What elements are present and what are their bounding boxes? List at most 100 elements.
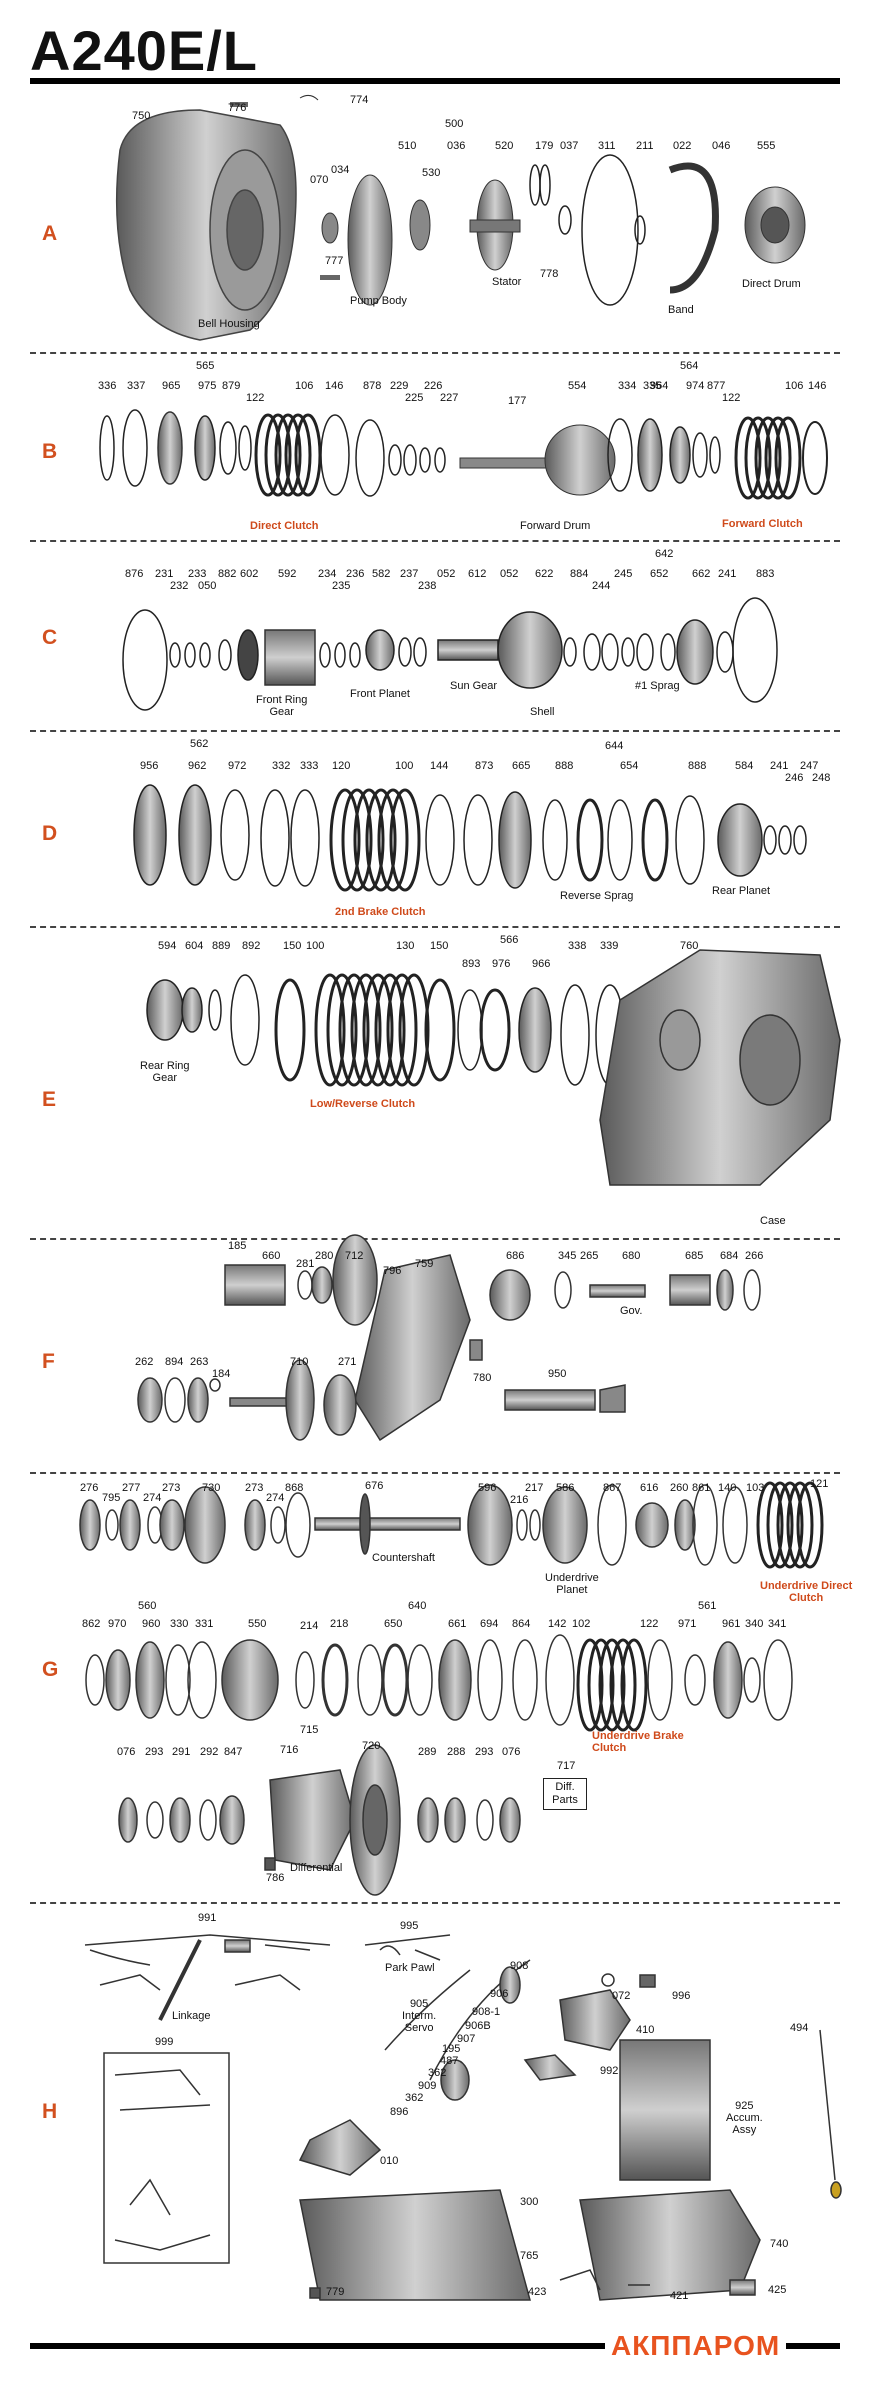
label-2nd-brake-clutch: 2nd Brake Clutch xyxy=(335,906,426,918)
label-640: 640 xyxy=(408,1600,427,1612)
label-070: 070 xyxy=(310,174,329,186)
label-280: 280 xyxy=(315,1250,334,1262)
label-665: 665 xyxy=(512,760,531,772)
rings-d2 xyxy=(425,791,807,889)
label-277: 277 xyxy=(122,1482,141,1494)
label-882: 882 xyxy=(218,568,237,580)
linkage-parts xyxy=(84,1934,451,2021)
label-direct-drum: Direct Drum xyxy=(742,278,801,290)
label-341: 341 xyxy=(768,1618,787,1630)
label-332: 332 xyxy=(272,760,291,772)
label-330: 330 xyxy=(170,1618,189,1630)
label-100: 100 xyxy=(395,760,414,772)
label-992: 992 xyxy=(600,2065,619,2077)
label-146: 146 xyxy=(325,380,344,392)
label-710: 710 xyxy=(290,1356,309,1368)
label-park-pawl: Park Pawl xyxy=(385,1962,435,1974)
label-995: 995 xyxy=(400,1920,419,1932)
label-582: 582 xyxy=(372,568,391,580)
parts-g2 xyxy=(85,1634,575,1726)
label-759: 759 xyxy=(415,1258,434,1270)
parts-f xyxy=(137,1234,761,1442)
valve-body-parts xyxy=(298,1959,842,2301)
label-311: 311 xyxy=(598,140,616,152)
label-072: 072 xyxy=(612,1990,631,2002)
label-877: 877 xyxy=(707,380,726,392)
section-letter-a: A xyxy=(42,222,58,245)
label-247: 247 xyxy=(800,760,819,772)
parts-g1 xyxy=(79,1484,748,1566)
label-179: 179 xyxy=(535,140,554,152)
label-236: 236 xyxy=(346,568,365,580)
label-274: 274 xyxy=(143,1492,162,1504)
label-908-1: 908-1 xyxy=(472,2006,501,2018)
label-774: 774 xyxy=(350,94,369,106)
label-185: 185 xyxy=(228,1240,247,1252)
label-976: 976 xyxy=(492,958,511,970)
label-908: 908 xyxy=(510,1960,529,1972)
label-281: 281 xyxy=(296,1258,315,1270)
label-271: 271 xyxy=(338,1356,357,1368)
label-778: 778 xyxy=(540,268,559,280)
label-996: 996 xyxy=(672,1990,691,2002)
rings-d xyxy=(133,784,320,887)
section-divider xyxy=(30,540,840,542)
label-195: 195 xyxy=(442,2043,461,2055)
label-425: 425 xyxy=(768,2284,787,2296)
label-554: 554 xyxy=(568,380,587,392)
label-586: 586 xyxy=(556,1482,575,1494)
linkage-kit-box xyxy=(103,2052,230,2264)
label-103: 103 xyxy=(746,1482,765,1494)
label-950: 950 xyxy=(548,1368,567,1380)
label-760: 760 xyxy=(680,940,699,952)
label-879: 879 xyxy=(222,380,241,392)
section-divider xyxy=(30,1238,840,1240)
label-777: 777 xyxy=(325,255,344,267)
label-300: 300 xyxy=(520,2196,539,2208)
label-150b: 150 xyxy=(430,940,449,952)
label-966: 966 xyxy=(532,958,551,970)
label-991: 991 xyxy=(198,1912,217,1924)
label-216: 216 xyxy=(510,1494,529,1506)
label-500: 500 xyxy=(445,118,464,130)
label-336: 336 xyxy=(98,380,117,392)
label-676: 676 xyxy=(365,1480,384,1492)
label-862: 862 xyxy=(82,1618,101,1630)
label-106b: 106 xyxy=(785,380,804,392)
label-612: 612 xyxy=(468,568,487,580)
label-front-ring-gear: Front Ring Gear xyxy=(256,694,308,718)
label-022: 022 xyxy=(673,140,692,152)
label-786: 786 xyxy=(266,1872,285,1884)
section-letter-h: H xyxy=(42,2100,58,2123)
label-765: 765 xyxy=(520,2250,539,2262)
label-338: 338 xyxy=(568,940,587,952)
label-864: 864 xyxy=(512,1618,531,1630)
label-235: 235 xyxy=(332,580,351,592)
label-685: 685 xyxy=(685,1250,704,1262)
rings-e2 xyxy=(424,978,625,1086)
diff-parts-box: Diff. Parts xyxy=(543,1778,587,1810)
label-292: 292 xyxy=(200,1746,219,1758)
section-divider xyxy=(30,1902,840,1904)
stator xyxy=(469,179,521,271)
label-530: 530 xyxy=(422,167,441,179)
label-999: 999 xyxy=(155,2036,174,2048)
label-265: 265 xyxy=(580,1250,599,1262)
label-716: 716 xyxy=(280,1744,299,1756)
label-225: 225 xyxy=(405,392,424,404)
label-130: 130 xyxy=(396,940,415,952)
rings-e xyxy=(146,974,306,1082)
label-273: 273 xyxy=(162,1482,181,1494)
label-884: 884 xyxy=(570,568,589,580)
bolt-776 xyxy=(230,102,248,107)
rings-b2 xyxy=(320,414,446,497)
label-231: 231 xyxy=(155,568,174,580)
label-forward-drum: Forward Drum xyxy=(520,520,591,532)
label-linkage: Linkage xyxy=(172,2010,211,2022)
label-622: 622 xyxy=(535,568,554,580)
label-052: 052 xyxy=(437,568,456,580)
label-low-reverse-clutch: Low/Reverse Clutch xyxy=(310,1098,416,1110)
label-730: 730 xyxy=(202,1482,221,1494)
label-888: 888 xyxy=(555,760,574,772)
label-715: 715 xyxy=(300,1724,319,1736)
